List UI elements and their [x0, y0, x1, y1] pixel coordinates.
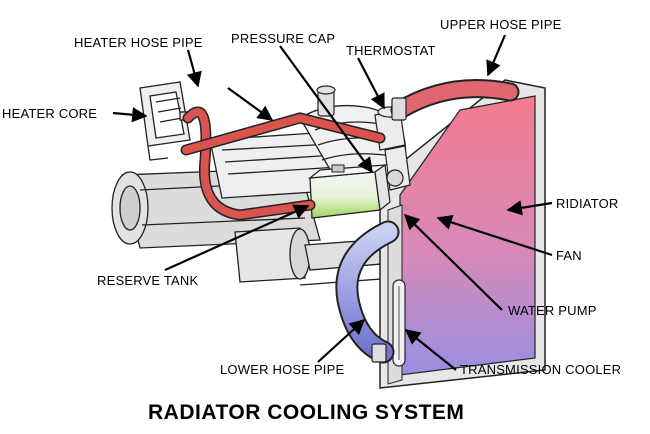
heater-hoses [180, 106, 386, 221]
label-heater-core: HEATER CORE [2, 106, 98, 121]
arrow-thermostat [357, 57, 385, 110]
label-thermostat: THERMOSTAT [346, 43, 436, 58]
arrow-lower-hose [317, 318, 366, 363]
label-water-pump: WATER PUMP [508, 303, 597, 318]
upper-hose [390, 79, 520, 121]
label-lower-hose-pipe: LOWER HOSE PIPE [220, 362, 345, 377]
arrow-pressure-cap [279, 45, 373, 174]
arrow-heater-hose-mid [227, 87, 274, 121]
label-reserve-tank: RESERVE TANK [97, 273, 199, 288]
arrow-transmission-cooler [404, 329, 457, 371]
label-pressure-cap: PRESSURE CAP [231, 31, 336, 46]
label-upper-hose-pipe: UPPER HOSE PIPE [440, 17, 562, 32]
arrow-heater-hose-top [186, 49, 202, 88]
lower-hose [335, 220, 400, 364]
heater-core [139, 81, 193, 161]
arrow-heater-core [112, 107, 148, 123]
radiator [379, 79, 546, 389]
transmission-cooler [392, 279, 406, 367]
arrow-water-pump [403, 213, 503, 311]
arrow-upper-hose [486, 34, 507, 77]
arrow-radiator [506, 200, 553, 216]
arrow-reserve-tank [164, 204, 310, 272]
pointer-arrows [112, 34, 553, 371]
diagram-title: RADIATOR COOLING SYSTEM [148, 401, 465, 424]
arrow-fan [436, 214, 553, 257]
reserve-tank [308, 163, 391, 219]
label-fan: FAN [556, 248, 582, 263]
label-radiator: RIDIATOR [556, 196, 619, 211]
pressure-cap [316, 85, 336, 117]
label-heater-hose-pipe: HEATER HOSE PIPE [74, 35, 203, 50]
label-transmission-cooler: TRANSMISSION COOLER [460, 362, 622, 377]
